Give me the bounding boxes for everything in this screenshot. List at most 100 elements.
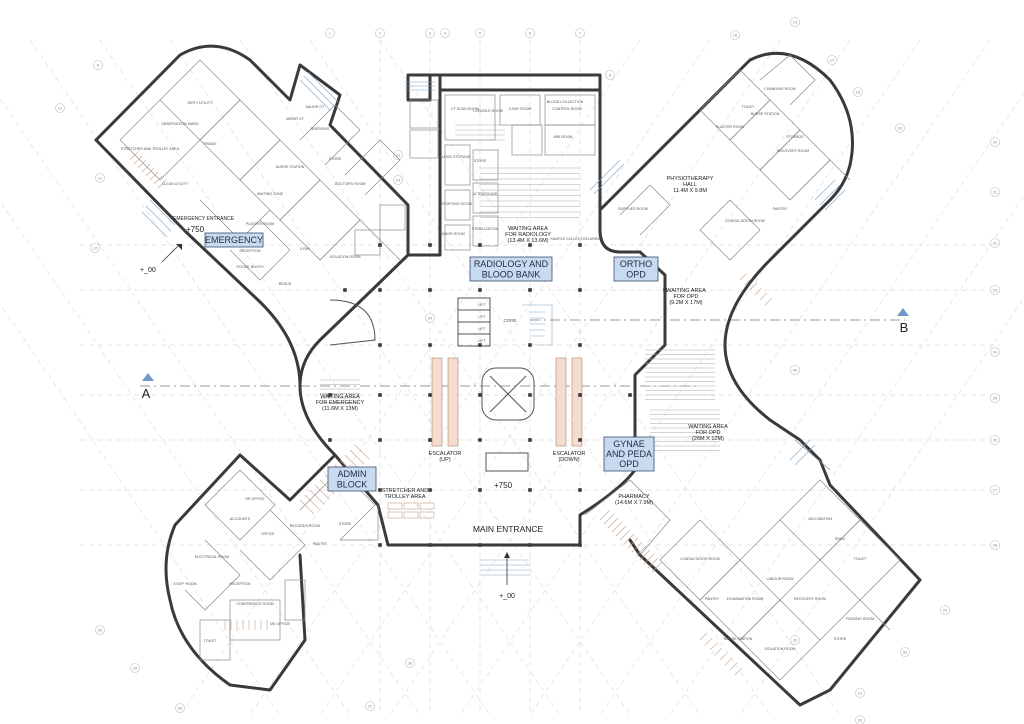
- grid-bubble-label: 12: [93, 245, 98, 250]
- column: [478, 543, 482, 547]
- grid-bubble: 40: [790, 365, 800, 375]
- grid-bubble-label: 4: [444, 30, 447, 35]
- grid-bubble-label: 29: [943, 607, 948, 612]
- core-label: CORE: [503, 318, 516, 323]
- stretcher-trolleys: [387, 502, 435, 519]
- room-label: TOILET: [204, 639, 217, 643]
- column: [478, 288, 482, 292]
- zone-tags: EMERGENCY RADIOLOGY AND BLOOD BANK ORTHO…: [204, 232, 659, 492]
- grid-bubble: 24: [990, 347, 1000, 357]
- interior-partitions: [119, 54, 901, 681]
- grid-bubble-label: 23: [993, 287, 998, 292]
- svg-text:OPD: OPD: [619, 459, 639, 469]
- grid-bubble-label: 6: [529, 30, 532, 35]
- column: [328, 393, 332, 397]
- column: [628, 393, 632, 397]
- grid-bubble-label: 18: [856, 89, 861, 94]
- room-label: PLASTER ROOM: [246, 222, 275, 226]
- emergency-entrance-label: EMERGENCY ENTRANCE: [173, 216, 235, 222]
- room-label: ISOLATION ROOM: [764, 647, 795, 651]
- room-label: VACCINATION: [808, 517, 832, 521]
- grid-bubble-label: 20: [993, 139, 998, 144]
- room-label: SAMPLE COLLECTION AREA: [550, 237, 600, 241]
- room-label: RECEPTION: [240, 249, 261, 253]
- room-label: FEEDING ROOM: [846, 617, 874, 621]
- grid-bubble: 2: [375, 28, 385, 38]
- svg-text:OPD: OPD: [626, 269, 646, 279]
- column: [578, 343, 582, 347]
- vertical-core: LIFT LIFT LIFT LIFT CORE: [141, 71, 846, 576]
- grid-bubble: 34: [95, 625, 105, 635]
- room-label: DRESSING: [311, 127, 330, 131]
- grid-bubble: 31: [855, 688, 865, 698]
- ground-level-bottom-label: +_00: [499, 593, 515, 600]
- grid-bubble-label: 19: [898, 125, 903, 130]
- grid-bubble: 16: [730, 30, 740, 40]
- room-label: PANTRY: [773, 207, 788, 211]
- entrance-arrows: [161, 243, 510, 585]
- grid-bubble: 19: [895, 123, 905, 133]
- room-label: BLOOD STORAGE: [439, 155, 471, 159]
- room-label: STERILIZATION: [472, 227, 499, 231]
- zone-tag-gynae: GYNAE AND PEDA OPD: [603, 436, 655, 472]
- column: [578, 288, 582, 292]
- room-label: OBSERVATION WARD: [161, 122, 199, 126]
- column: [528, 288, 532, 292]
- room-label: LABOUR ROOM: [767, 577, 794, 581]
- grid-bubble-label: 24: [993, 349, 998, 354]
- room-label: CONSULTATION ROOM: [680, 557, 720, 561]
- room-label: WAITING ZONE: [257, 192, 284, 196]
- grid-bubble: 35: [130, 663, 140, 673]
- svg-text:RADIOLOGY AND: RADIOLOGY AND: [474, 259, 549, 269]
- room-label: MRI ROOM: [554, 135, 573, 139]
- grid-bubble-label: 25: [993, 395, 998, 400]
- column: [428, 438, 432, 442]
- grid-bubble-label: 11: [98, 175, 103, 180]
- grid-bubble: 14: [393, 175, 403, 185]
- room-label: ISOLATION ROOM: [329, 255, 360, 259]
- column: [478, 488, 482, 492]
- room-label: OFFICE: [261, 532, 275, 536]
- room-label: REPORTING ROOM: [438, 202, 471, 206]
- column: [378, 243, 382, 247]
- grid-bubble-label: 22: [993, 240, 998, 245]
- room-label: STORAGE: [786, 135, 804, 139]
- column: [528, 543, 532, 547]
- room-label: MD OFFICE: [270, 622, 290, 626]
- svg-text:BLOCK: BLOCK: [337, 479, 368, 489]
- grid-bubble: 20: [990, 137, 1000, 147]
- column: [528, 488, 532, 492]
- room-label: CT SCAN ROOM: [451, 107, 479, 111]
- room-label: TOILET: [742, 105, 755, 109]
- grid-bubble: 12: [90, 243, 100, 253]
- grid-bubble: 39: [425, 313, 435, 323]
- room-label: PANTRY: [313, 542, 328, 546]
- svg-text:AND PEDA: AND PEDA: [606, 449, 652, 459]
- exterior-walls: [94, 44, 922, 707]
- room-label: MAJOR OT: [306, 105, 325, 109]
- grid-bubble: 15: [790, 17, 800, 27]
- grid-bubble: 33: [790, 635, 800, 645]
- grid-bubble-label: 9: [97, 62, 100, 67]
- section-a-marker: [142, 373, 154, 381]
- room-label: SNCU: [835, 537, 846, 541]
- column: [378, 438, 382, 442]
- column: [428, 243, 432, 247]
- grid-bubble-label: 37: [368, 703, 373, 708]
- room-label: RECORDS ROOM: [290, 524, 320, 528]
- column: [578, 243, 582, 247]
- svg-text:GYNAE: GYNAE: [613, 439, 645, 449]
- column: [428, 343, 432, 347]
- grid-bubble-label: 39: [428, 315, 433, 320]
- grid-bubble: 11: [95, 173, 105, 183]
- lift-label: LIFT: [478, 315, 486, 319]
- column: [343, 288, 347, 292]
- grid-bubble-label: 26: [993, 437, 998, 442]
- grid-bubble-label: 40: [793, 367, 798, 372]
- room-label: RECEPTION: [230, 582, 251, 586]
- grid-bubble: 28: [990, 540, 1000, 550]
- column: [578, 488, 582, 492]
- svg-text:BLOOD BANK: BLOOD BANK: [482, 269, 541, 279]
